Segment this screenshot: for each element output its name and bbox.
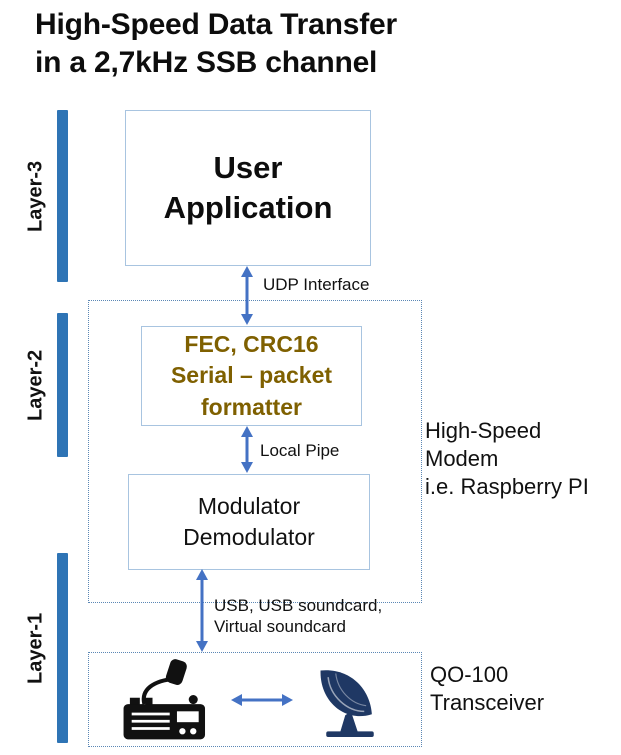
- local-pipe-label: Local Pipe: [260, 441, 340, 460]
- usb-soundcard-arrow: [196, 569, 208, 652]
- layer3-bar: [57, 110, 68, 282]
- page-title: High-Speed Data Transfer in a 2,7kHz SSB…: [35, 8, 397, 80]
- qo100-transceiver-annotation: QO-100 Transceiver: [430, 662, 545, 716]
- udp-interface-arrow: [241, 266, 253, 325]
- layer1-label: Layer-1: [24, 612, 47, 684]
- layer2-bar: [57, 313, 68, 457]
- local-pipe-arrow: [241, 426, 253, 473]
- radio-transceiver-with-mic-icon: [123, 658, 206, 739]
- layer1-bar: [57, 553, 68, 743]
- user-application-box: User Application: [125, 110, 371, 266]
- layer2-label: Layer-2: [24, 349, 47, 421]
- radio-dish-arrow: [231, 693, 293, 706]
- high-speed-modem-annotation: High-Speed Modem i.e. Raspberry PI: [425, 418, 589, 500]
- usb-soundcard-label: USB, USB soundcard, Virtual soundcard: [214, 596, 383, 637]
- fec-crc16-formatter-box: FEC, CRC16 Serial – packet formatter: [141, 326, 362, 426]
- high-speed-modem-group: [88, 300, 422, 603]
- udp-interface-label: UDP Interface: [263, 275, 370, 294]
- modulator-demodulator-box: Modulator Demodulator: [128, 474, 370, 570]
- satellite-dish-icon: [320, 669, 374, 737]
- transceiver-group: [88, 652, 422, 747]
- layer3-label: Layer-3: [24, 160, 47, 232]
